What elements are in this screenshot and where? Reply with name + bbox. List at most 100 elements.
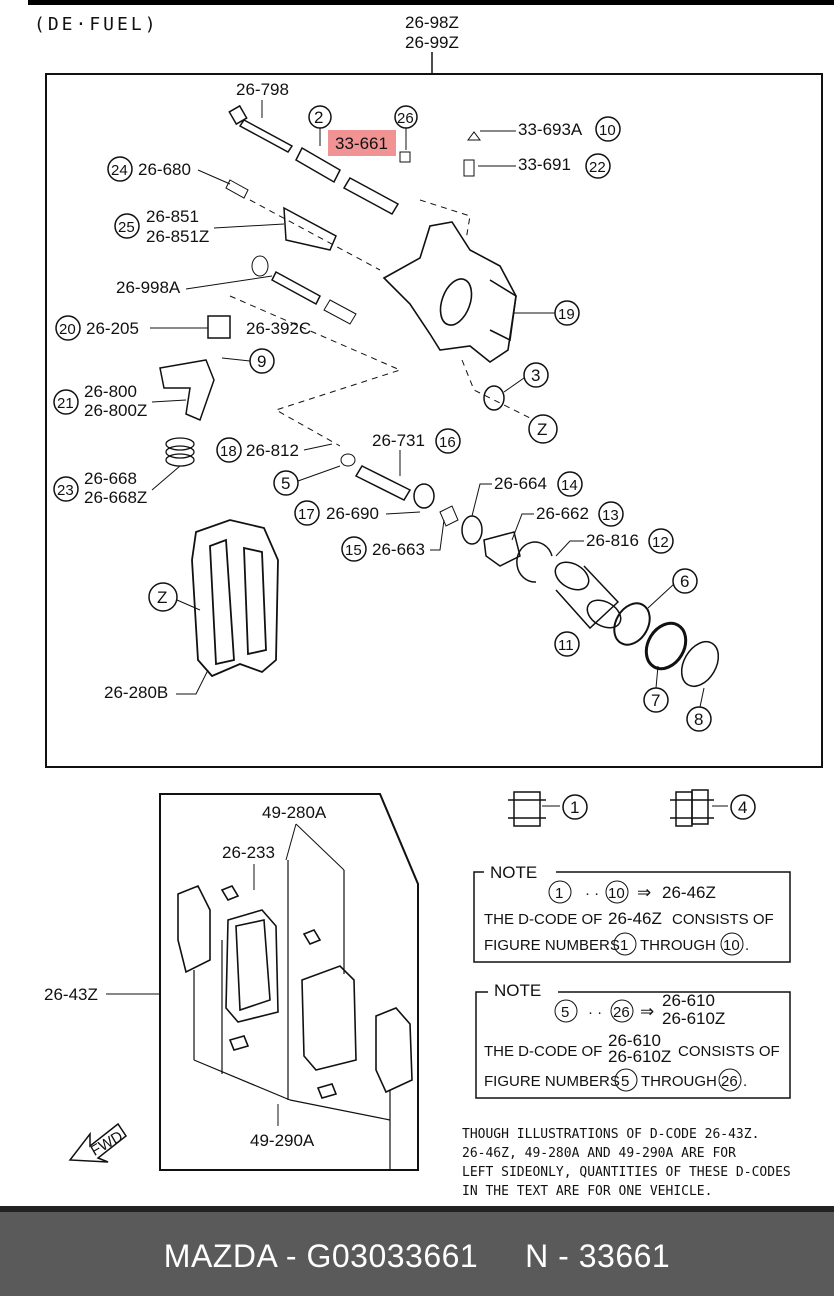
label-26-233: 26-233: [222, 843, 275, 862]
label-26-43z: 26-43Z: [44, 985, 98, 1004]
callout-circle-18: [216, 437, 242, 463]
code-26-99z: 26-99Z: [405, 33, 459, 52]
note2-to: 26: [613, 1004, 630, 1021]
label-26-800z: 26-800Z: [84, 401, 147, 420]
callout-23: 23: [57, 482, 74, 499]
footnote-line-3: LEFT SIDEONLY, QUANTITIES OF THESE D-COD…: [462, 1165, 791, 1180]
callout-13: 13: [602, 507, 619, 524]
brake-caliper-diagram: 26-98Z 26-99Z 26-798 2 33-661 26 33-693A…: [44, 13, 823, 1199]
note-box-2: NOTE 5 · · 26 ⇒ 26-610 26-610Z THE D-COD…: [475, 981, 791, 1099]
label-26-816: 26-816: [586, 531, 639, 550]
note2-dots: · ·: [588, 1004, 602, 1021]
callout-circle-5: [273, 470, 299, 496]
note2-line2to: 26: [721, 1073, 738, 1090]
label-33-691: 33-691: [518, 155, 571, 174]
callout-circle-17: [294, 500, 320, 526]
label-26-680: 26-680: [138, 160, 191, 179]
part-caption: MAZDA - G03033661 N - 33661: [163, 1238, 671, 1274]
note2-code-a: 26-610: [662, 991, 715, 1010]
callout-circle-13: [598, 501, 624, 527]
callout-16: 16: [439, 434, 456, 451]
callout-21: 21: [57, 395, 74, 412]
label-26-731: 26-731: [372, 431, 425, 450]
label-26-798: 26-798: [236, 80, 289, 99]
footnote-line-2: 26-46Z, 49-280A AND 49-290A ARE FOR: [462, 1146, 736, 1161]
callout-circle-21: [53, 389, 79, 415]
pad-set-icon-1: [508, 791, 546, 827]
note1-line1b: CONSISTS OF: [672, 911, 774, 928]
label-26-998a: 26-998A: [116, 278, 181, 297]
label-26-668: 26-668: [84, 469, 137, 488]
note1-line2b: THROUGH: [640, 937, 716, 954]
label-26-664: 26-664: [494, 474, 547, 493]
callout-circle-1: [562, 794, 588, 820]
note2-from: 5: [561, 1004, 569, 1021]
guide-bolt-part: [228, 104, 294, 153]
label-26-851z: 26-851Z: [146, 227, 209, 246]
callout-26: 26: [397, 110, 414, 127]
callout-24: 24: [111, 162, 128, 179]
callout-2: 2: [314, 108, 323, 127]
label-26-280b: 26-280B: [104, 683, 168, 702]
callout-14: 14: [561, 477, 578, 494]
label-26-690: 26-690: [326, 504, 379, 523]
sleeve-part: [295, 146, 400, 216]
highlight-box: [328, 130, 396, 156]
label-26-663: 26-663: [372, 540, 425, 559]
label-33-693a: 33-693A: [518, 120, 583, 139]
footer-rule: [0, 1206, 834, 1212]
callout-circle-6: [672, 568, 698, 594]
label-26-668z: 26-668Z: [84, 488, 147, 507]
note1-title: NOTE: [490, 863, 537, 882]
label-26-800: 26-800: [84, 382, 137, 401]
callout-circle-3: [523, 362, 549, 388]
callout-7: 7: [651, 691, 660, 710]
callout-circle-23: [53, 476, 79, 502]
callout-circle-z-lower: [148, 582, 178, 612]
note1-dots: · ·: [585, 885, 599, 902]
piston-part: [554, 561, 622, 630]
callout-15: 15: [345, 542, 362, 559]
note1-to: 10: [608, 885, 625, 902]
callout-20: 20: [59, 321, 76, 338]
note1-dot: .: [745, 937, 749, 954]
pad-set-icon-4: [670, 789, 714, 827]
caliper-body: [382, 221, 517, 363]
label-26-205: 26-205: [86, 319, 139, 338]
callout-25: 25: [118, 219, 135, 236]
callout-circle-12: [648, 528, 674, 554]
callout-z-upper: Z: [537, 420, 547, 439]
note2-line1a: THE D-CODE OF: [484, 1043, 602, 1060]
highlight-code: 33-661: [335, 134, 388, 153]
callout-12: 12: [652, 534, 669, 551]
note2-line2a: FIGURE NUMBERS: [484, 1073, 620, 1090]
note1-line2to: 10: [723, 937, 740, 954]
note2-line1code-a: 26-610: [608, 1031, 661, 1050]
callout-circle-z-upper: [528, 414, 558, 444]
callout-8: 8: [694, 710, 703, 729]
callout-6: 6: [680, 572, 689, 591]
note1-arrow: ⇒: [637, 883, 651, 902]
note1-line1code: 26-46Z: [608, 909, 662, 928]
callout-circle-10: [595, 116, 621, 142]
callout-circle-14: [557, 471, 583, 497]
note1-line2a: FIGURE NUMBERS: [484, 937, 620, 954]
caliper-bracket: [191, 519, 279, 678]
callout-circle-15: [341, 536, 367, 562]
callout-9: 9: [257, 352, 266, 371]
caliper-frame: [45, 73, 823, 768]
note2-code-b: 26-610Z: [662, 1009, 725, 1028]
note2-line2b: THROUGH: [641, 1073, 717, 1090]
label-26-392c: 26-392C: [246, 319, 311, 338]
callout-circle-4: [730, 794, 756, 820]
top-rule: [28, 0, 834, 5]
callout-11: 11: [558, 637, 574, 654]
callout-1: 1: [570, 798, 579, 817]
pad-kit-frame: [159, 793, 419, 1171]
note2-arrow: ⇒: [640, 1002, 654, 1021]
callout-10: 10: [599, 122, 616, 139]
label-26-851: 26-851: [146, 207, 199, 226]
note2-title: NOTE: [494, 981, 541, 1000]
callout-circle-8: [686, 706, 712, 732]
note-box-1: NOTE 1 · · 10 ⇒ 26-46Z THE D-CODE OF 26-…: [473, 863, 791, 963]
